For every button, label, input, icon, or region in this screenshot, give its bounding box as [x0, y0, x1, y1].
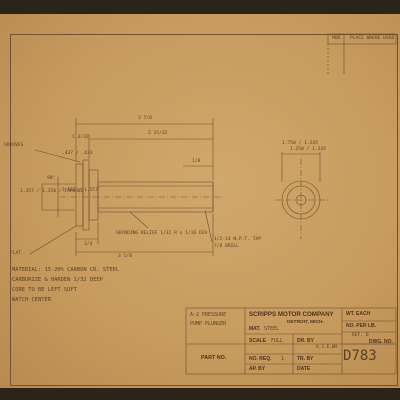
end-view-outer: [281, 180, 321, 220]
dim-lower-dia: 1.561 / 1.557: [62, 188, 98, 193]
dim-deg: 90°: [47, 176, 56, 181]
scale-value: FULL: [271, 338, 284, 344]
dim-bottom1: 3/4: [84, 242, 93, 247]
date-label: DATE: [297, 366, 311, 372]
end-view-middle: [286, 185, 316, 215]
traced-by-label: TR. BY: [297, 356, 314, 362]
drawn-by-value: V.J.E.WH.: [316, 345, 340, 350]
dim-drill: 7/8 DRILL: [214, 244, 239, 249]
dim-left-dia2: .437 / .433: [62, 151, 93, 156]
dim-b: 1/8: [192, 159, 201, 164]
revision-place-label: PLACE WHERE USED: [350, 36, 395, 41]
drawn-by-label: DR. BY: [297, 338, 314, 344]
note-material: MATERIAL: 15-20% CARBON CR. STEEL: [12, 267, 120, 273]
note-carburize: CARBURIZE & HARDEN 1/32 DEEP: [12, 277, 103, 283]
dim-left-dia1: 1.357 / 1.350 / TAPERED: [20, 189, 84, 194]
drawing-border: [10, 34, 398, 386]
dim-tap: 1/2-14 N.P.T. TAP: [214, 237, 262, 242]
end-view-bore: [295, 194, 307, 206]
material-value: STEEL: [264, 326, 280, 332]
weight-each-label: WT. EACH: [346, 311, 371, 317]
no-req-label: NO. REQ.: [249, 356, 272, 362]
revision-block: [327, 33, 397, 45]
revision-mod-label: MOD.: [332, 36, 344, 41]
drawing-number-value: D783: [343, 348, 377, 364]
material-label: MAT.: [249, 326, 261, 332]
reference-label: REF. D: [352, 333, 369, 338]
plunger-flange: [82, 159, 90, 231]
company-location: DETROIT, MICH.: [287, 320, 324, 325]
scale-label: SCALE: [249, 338, 266, 344]
dim-grooves: GROOVES: [4, 143, 24, 148]
company-name: SCRIPPS MOTOR COMPANY: [249, 311, 334, 318]
note-center: WATCH CENTER: [12, 297, 51, 303]
dim-right-top: 1.750 / 1.245: [282, 141, 318, 146]
dim-right-mid: 1.250 / 1.245: [290, 147, 326, 152]
note-core: CORE TO BE LEFT SOFT: [12, 287, 77, 293]
approved-by-label: AP. BY: [249, 366, 266, 372]
dim-flat: FLAT: [10, 251, 22, 256]
dim-bottom2: 3 1/8: [118, 254, 132, 259]
dim-overall: 3 7/8: [138, 116, 152, 121]
drawing-sheet: MOD. PLACE WHERE USED 3 7/8 1 3/32 2 15/…: [0, 14, 400, 388]
no-req-value: 1: [281, 356, 285, 362]
no-per-lb-label: NO. PER LB.: [346, 323, 377, 329]
dim-shoulder: 2 15/32: [148, 131, 168, 136]
drawing-linework: [29, 33, 397, 375]
part-description-1: A-2 PRESSURE: [190, 312, 227, 318]
plunger-flange-left: [75, 163, 84, 227]
dim-upper: 1 3/32: [72, 135, 89, 140]
part-description-2: PUMP PLUNGER: [190, 321, 227, 327]
plunger-collar: [88, 169, 99, 221]
dim-grinding: GRINDING RELIEF 1/32 R x 1/16 DIA: [116, 231, 208, 236]
title-block-frame: [185, 307, 397, 375]
part-no-label: PART NO.: [201, 355, 227, 361]
drawing-number-label: DWG. NO.: [369, 339, 393, 345]
